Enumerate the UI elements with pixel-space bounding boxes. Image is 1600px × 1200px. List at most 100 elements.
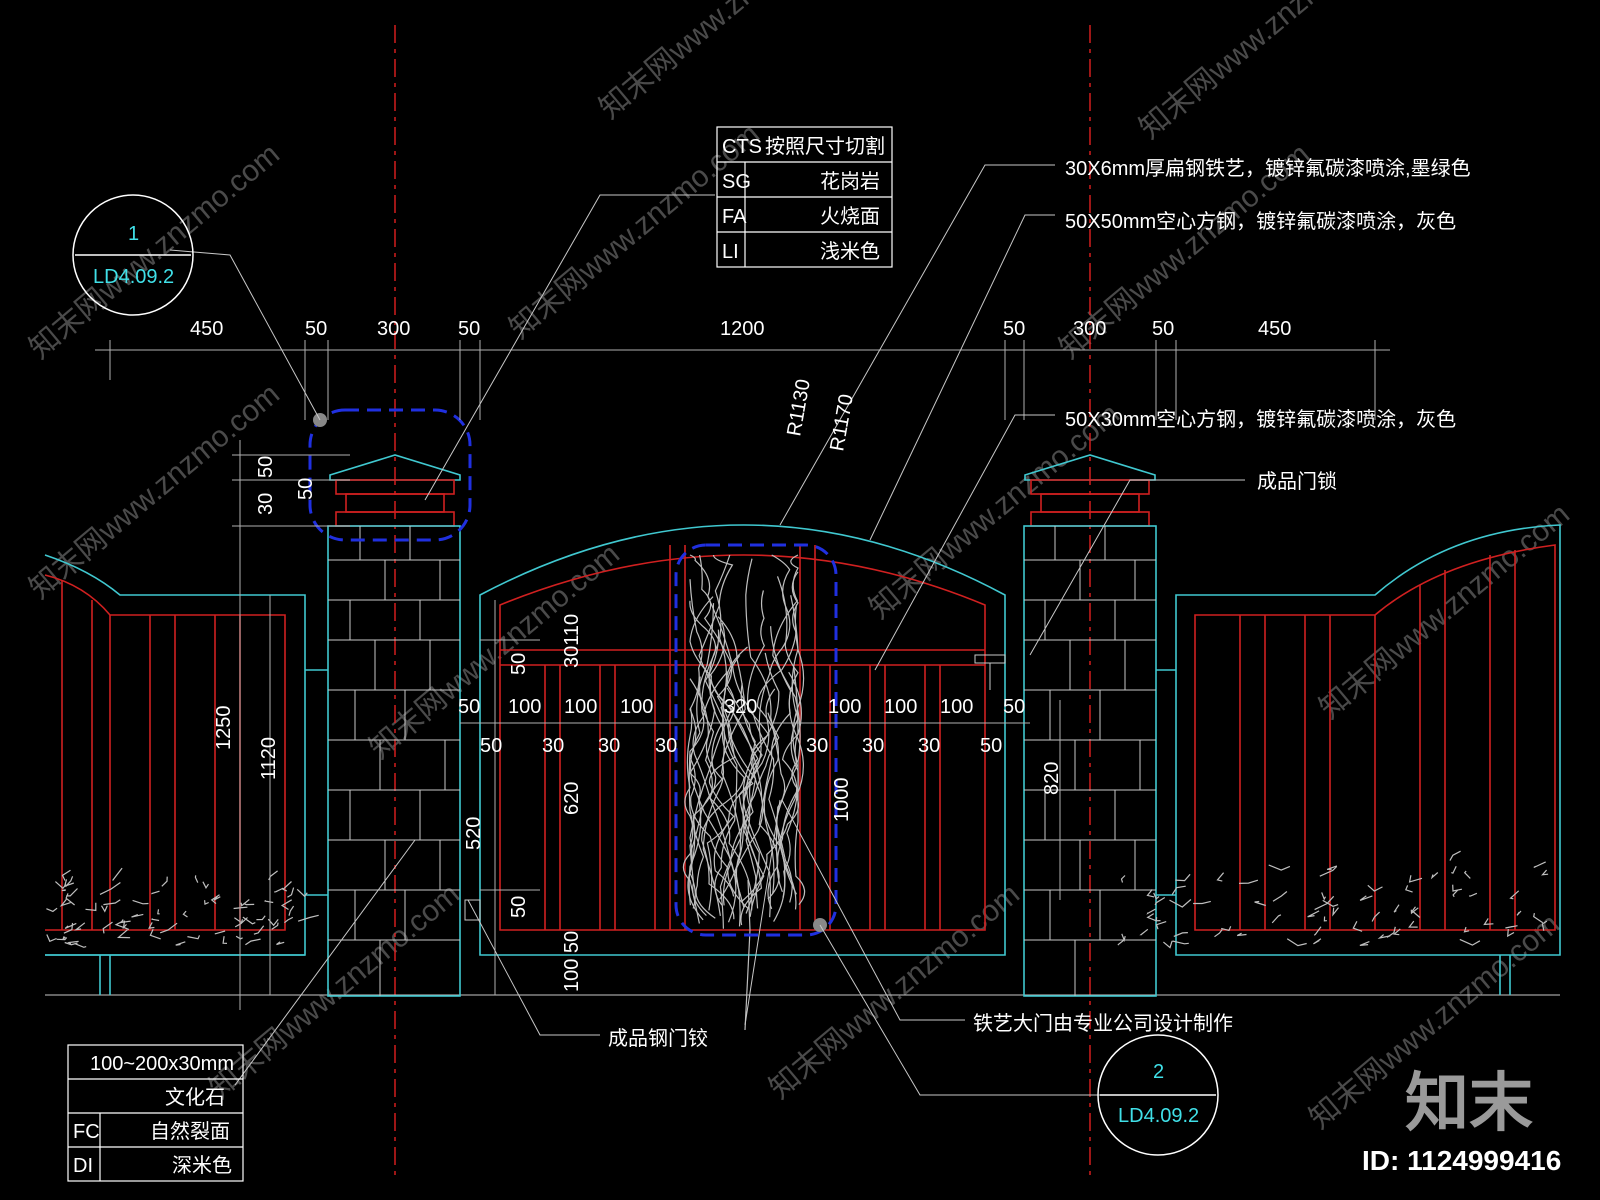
shrub-stroke <box>1321 892 1327 901</box>
dim-row1-9: 50 <box>1003 696 1025 718</box>
shrub-stroke <box>1367 884 1383 892</box>
shrub-stroke <box>187 935 201 940</box>
detail-marker-1: 1 LD4.09.2 <box>72 194 194 316</box>
vine-stroke <box>741 626 804 902</box>
vine-stroke <box>742 652 780 918</box>
shrub-stroke <box>1155 921 1167 930</box>
table-top-code-3: FA <box>722 206 747 228</box>
shrub-stroke <box>1146 908 1156 915</box>
shrub-stroke <box>1463 870 1471 879</box>
dim-v-gate-30110: 30110 <box>561 614 583 668</box>
dim-v-wall-1250: 1250 <box>213 706 235 751</box>
shrub-stroke <box>103 899 121 906</box>
shrub-stroke <box>1120 875 1126 883</box>
shrub-stroke <box>1352 921 1363 932</box>
shrub-stroke <box>1377 934 1391 940</box>
shrub-stroke <box>157 909 160 915</box>
shrub-stroke <box>1410 907 1419 915</box>
shrub-stroke <box>243 903 255 906</box>
shrub-stroke <box>235 935 243 940</box>
shrub-stroke <box>65 893 75 906</box>
dim-top-9: 450 <box>1258 318 1291 340</box>
shrub-stroke <box>151 890 160 895</box>
dim-row2-5: 30 <box>806 735 828 757</box>
dim-top-7: 300 <box>1073 318 1106 340</box>
shrub-stroke <box>112 867 123 881</box>
shrub-stroke <box>1411 906 1421 918</box>
shrub-stroke <box>63 879 74 888</box>
shrub-stroke <box>297 914 319 922</box>
detail-outline-2 <box>674 543 838 937</box>
shrub-stroke <box>1463 926 1470 933</box>
shrub-stroke <box>1452 889 1459 898</box>
dim-top-2: 50 <box>305 318 327 340</box>
callout-door-lock: 成品门锁 <box>1257 470 1337 493</box>
shrub-stroke <box>1314 895 1335 911</box>
table-top-desc-4: 浅米色 <box>820 240 880 263</box>
vine-stroke <box>756 571 799 894</box>
shrub-stroke <box>61 869 71 881</box>
shrub-stroke <box>194 875 199 883</box>
shrub-stroke <box>1238 879 1259 884</box>
watermark-logo: 知末 <box>1405 1067 1533 1139</box>
shrub-stroke <box>75 943 87 948</box>
vine-stroke <box>738 554 791 914</box>
shrub-stroke <box>1505 925 1518 929</box>
shrub-stroke <box>296 888 308 898</box>
shrub-stroke <box>233 906 248 910</box>
dim-row2-2: 30 <box>542 735 564 757</box>
vine-ornament <box>682 554 806 1031</box>
shrub-stroke <box>1319 866 1338 877</box>
vine-stroke <box>745 558 786 900</box>
shrub-stroke <box>159 922 178 934</box>
table-top-code-2: SG <box>722 171 751 193</box>
shrub-stroke <box>1359 895 1373 901</box>
shrub-hatching <box>46 850 1549 949</box>
shrub-stroke <box>1236 932 1247 937</box>
callout-texts: 30X6mm厚扁钢铁艺，镀锌氟碳漆喷涂,墨绿色 50X50mm空心方钢，镀锌氟碳… <box>608 157 1471 1050</box>
shrub-stroke <box>1271 914 1282 924</box>
table-top-desc-2: 花岗岩 <box>820 170 880 193</box>
shrub-stroke <box>1533 861 1546 869</box>
shrub-stroke <box>61 889 66 892</box>
vine-stroke <box>692 671 753 911</box>
shrub-stroke <box>46 934 57 943</box>
detail-marker-2-number: 2 <box>1153 1061 1164 1083</box>
shrub-stroke <box>1326 865 1338 870</box>
vine-stroke <box>689 579 750 910</box>
material-table-top: CTS 按照尺寸切割 SG 花岗岩 FA 火烧面 LI 浅米色 <box>716 126 893 268</box>
shrub-stroke <box>59 898 71 907</box>
shrub-stroke <box>1541 869 1549 876</box>
shrub-stroke <box>1483 918 1494 926</box>
shrub-stroke <box>1121 933 1126 943</box>
shrub-stroke <box>1533 912 1544 924</box>
dim-top-1: 450 <box>190 318 223 340</box>
shrub-stroke <box>67 940 79 945</box>
shrub-stroke <box>1359 941 1370 946</box>
shrub-stroke <box>1268 864 1291 871</box>
shrub-stroke <box>1392 928 1401 936</box>
vine-stroke <box>689 596 738 906</box>
detail-marker-1-number: 1 <box>128 223 139 245</box>
shrub-stroke <box>1405 885 1413 893</box>
shrub-stroke <box>175 941 186 946</box>
shrub-stroke <box>245 938 261 946</box>
radius-label-1: R1130 <box>783 377 815 437</box>
shrub-stroke <box>1408 920 1418 928</box>
dim-row1-8: 100 <box>940 696 973 718</box>
table-top-code-4: LI <box>722 241 739 263</box>
shrub-stroke <box>132 899 149 905</box>
table-top-desc-1: 按照尺寸切割 <box>765 135 885 158</box>
shrub-stroke <box>55 881 67 890</box>
vine-stroke <box>722 687 763 906</box>
dim-v-gate-520: 520 <box>463 817 485 850</box>
shrub-stroke <box>1221 926 1232 932</box>
material-table-bottom: 100~200x30mm 文化石 FC 自然裂面 DI 深米色 <box>67 1044 244 1182</box>
dim-row2-7: 30 <box>918 735 940 757</box>
dim-row1-3: 100 <box>564 696 597 718</box>
shrub-stroke <box>287 887 295 898</box>
callout-flat-steel: 30X6mm厚扁钢铁艺，镀锌氟碳漆喷涂,墨绿色 <box>1065 157 1471 180</box>
shrub-stroke <box>234 917 244 924</box>
shrub-stroke <box>222 936 228 944</box>
